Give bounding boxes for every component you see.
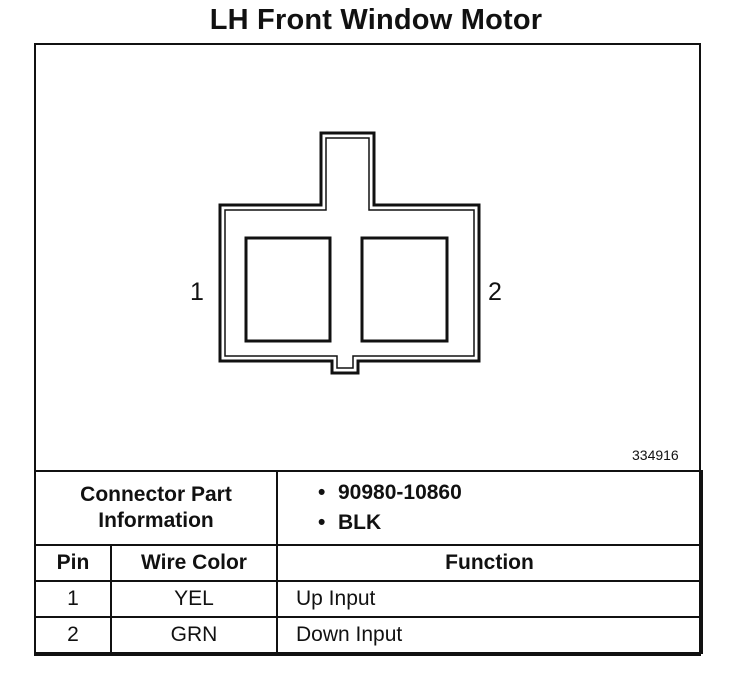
function-cell: Down Input bbox=[276, 616, 703, 654]
connector-part-header: Connector Part Information bbox=[34, 470, 278, 546]
pin-cell: 2 bbox=[34, 616, 112, 654]
connector-part-values: • 90980-10860 • BLK bbox=[276, 470, 703, 546]
wire-color-cell: YEL bbox=[110, 580, 278, 618]
wire-color-column-header: Wire Color bbox=[110, 544, 278, 582]
connector-part-row: Connector Part Information • 90980-10860 … bbox=[34, 470, 703, 546]
pin-1-label: 1 bbox=[190, 278, 204, 306]
table-row: 2 GRN Down Input bbox=[34, 616, 703, 654]
connector-part-header-text: Connector Part Information bbox=[80, 483, 232, 532]
table-header-row: Pin Wire Color Function bbox=[34, 544, 703, 582]
page-title: LH Front Window Motor bbox=[209, 4, 543, 36]
wire-color-cell: GRN bbox=[110, 616, 278, 654]
part-color-item: • BLK bbox=[318, 508, 701, 538]
diagram-frame bbox=[34, 43, 701, 656]
pin-1-cavity bbox=[244, 236, 332, 343]
bullet-icon: • bbox=[318, 511, 326, 534]
pin-2-label: 2 bbox=[488, 278, 502, 306]
table-row: 1 YEL Up Input bbox=[34, 580, 703, 618]
figure-id: 334916 bbox=[632, 447, 679, 463]
part-number: 90980-10860 bbox=[338, 481, 462, 504]
connector-housing-inner bbox=[224, 137, 475, 369]
bullet-icon: • bbox=[318, 481, 326, 504]
pin-column-header: Pin bbox=[34, 544, 112, 582]
pin-2-cavity bbox=[360, 236, 449, 343]
connector-diagram-area: 1 2 334916 bbox=[34, 43, 701, 471]
function-cell: Up Input bbox=[276, 580, 703, 618]
connector-info-table: Connector Part Information • 90980-10860 … bbox=[34, 470, 703, 654]
connector-diagram bbox=[218, 131, 481, 375]
part-number-item: • 90980-10860 bbox=[318, 478, 701, 508]
part-color: BLK bbox=[338, 511, 382, 534]
function-column-header: Function bbox=[276, 544, 703, 582]
pin-cell: 1 bbox=[34, 580, 112, 618]
connector-housing-outline bbox=[218, 131, 481, 375]
